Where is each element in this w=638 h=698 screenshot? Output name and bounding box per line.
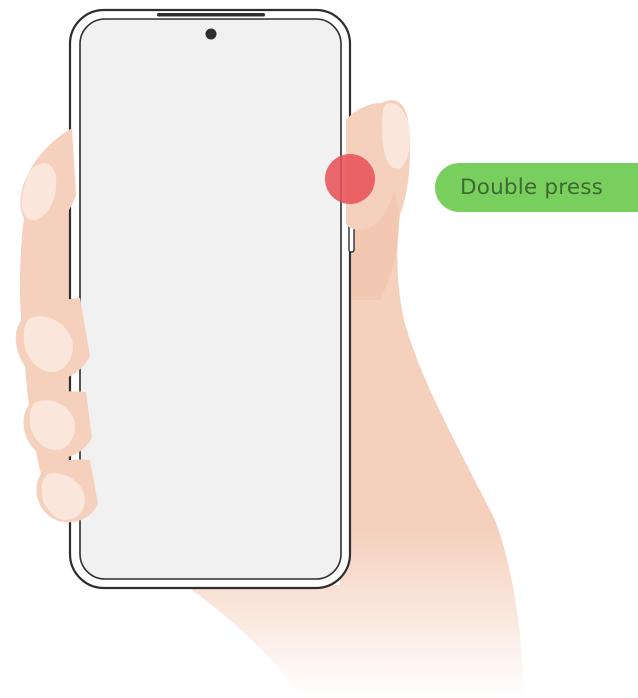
- callout-label: Double press: [460, 175, 603, 200]
- red-dot-icon: [325, 154, 375, 204]
- double-press-callout: Double press: [435, 163, 638, 212]
- earpiece-bar: [157, 13, 265, 17]
- camera-dot-icon: [206, 29, 217, 40]
- phone-screen: [80, 19, 341, 579]
